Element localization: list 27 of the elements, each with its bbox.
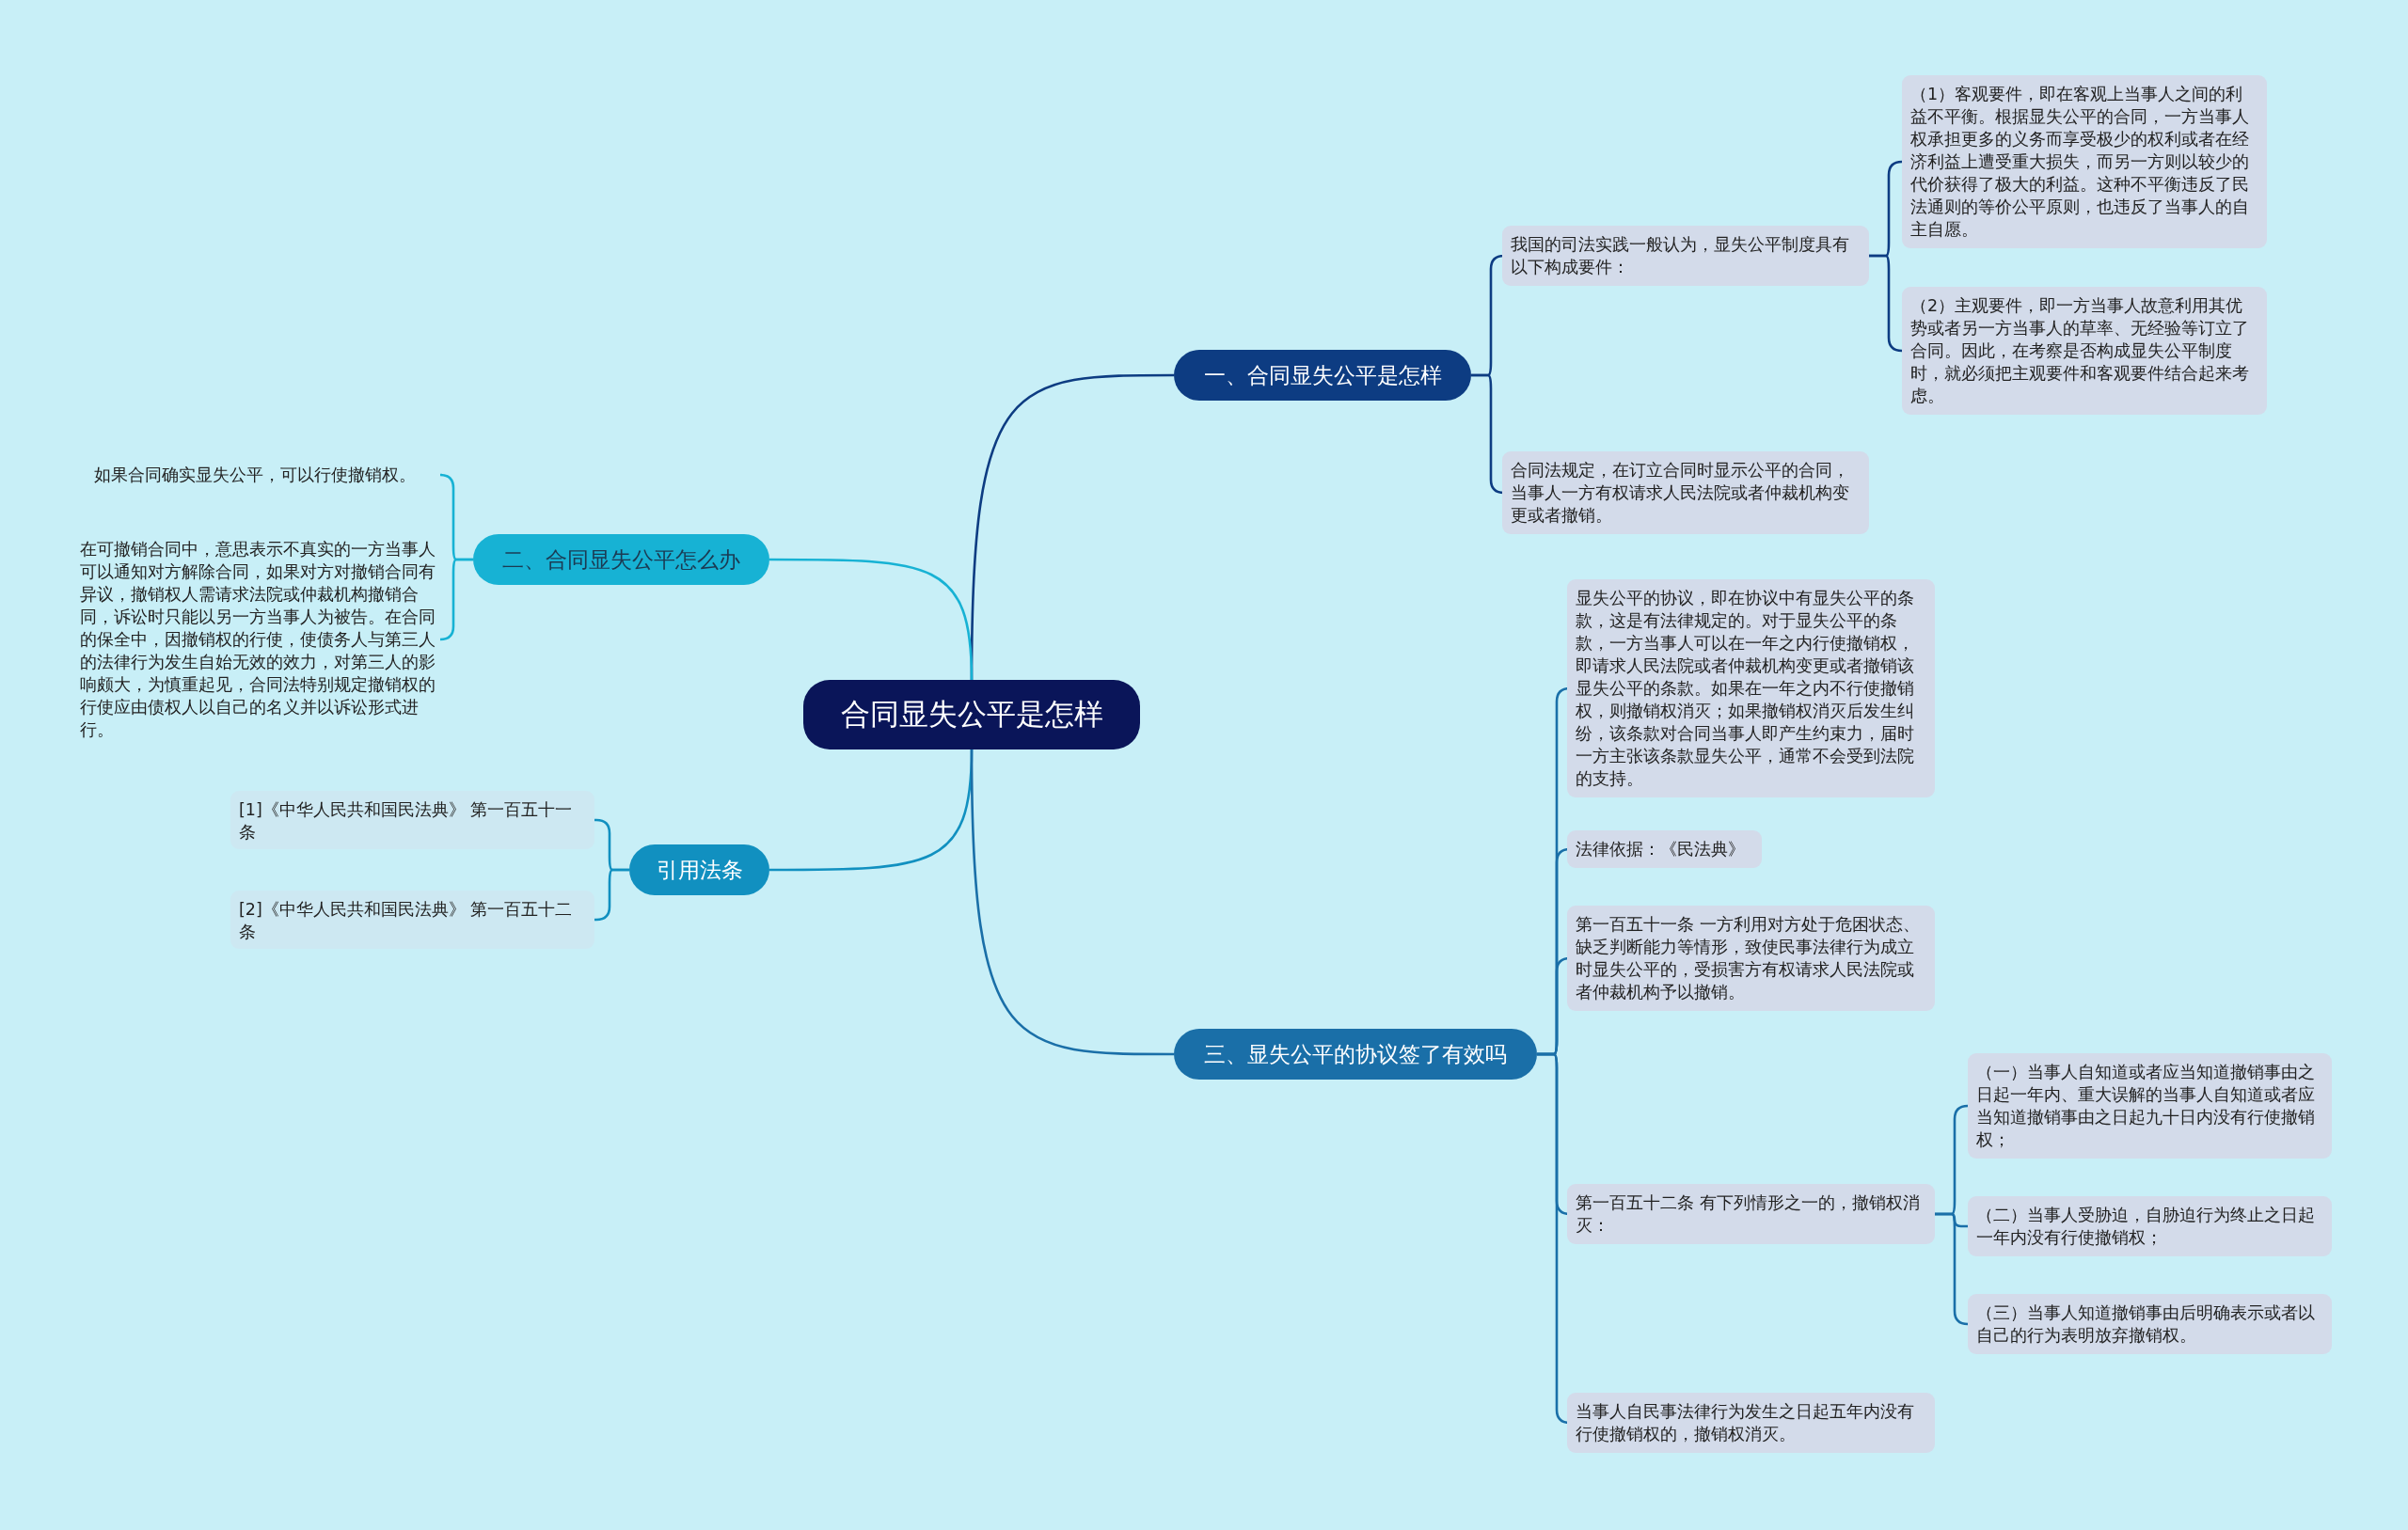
connector-line <box>1935 1212 1970 1326</box>
citation-box: [1]《中华人民共和国民法典》 第一百五十一条 <box>230 791 594 849</box>
connector-line <box>769 558 974 681</box>
connector-line <box>1869 254 1904 353</box>
note-box: 第一百五十二条 有下列情形之一的，撤销权消灭： <box>1567 1184 1935 1244</box>
note-box: 显失公平的协议，即在协议中有显失公平的条款，这是有法律规定的。对于显失公平的条款，一方当事人可以在一年之内行使撤销权，即请求人民法院或者仲裁机构变更或者撤销该显失公平的条款。如果在一年之内不行使撤销权，则撤销权消灭；如果撤销权消灭后发生纠纷，该条款对合同当事人即产生约束力，届时一方主张该条款显失公平，通常不会受到法院的支持。 <box>1567 579 1935 797</box>
branch-topic: 引用法条 <box>629 844 769 895</box>
connector-line <box>438 558 473 641</box>
note-box: 法律依据：《民法典》 <box>1567 830 1762 868</box>
connector-line <box>970 749 1174 1056</box>
note-box: （一）当事人自知道或者应当知道撤销事由之日起一年内、重大误解的当事人自知道或者应当知道撤销事由之日起九十日内没有行使撤销权； <box>1968 1053 2332 1159</box>
note-text: 在可撤销合同中，意思表示不真实的一方当事人可以通知对方解除合同，如果对方对撤销合同有异议，撤销权人需请求法院或仲裁机构撤销合同，诉讼时只能以另一方当事人为被告。在合同的保全中，因撤销权的行使，使债务人与第三人的法律行为发生自始无效的效力，对第三人的影响颇大，为慎重起见，合同法特别规定撤销权的行使应由债权人以自己的名义并以诉讼形式进行。 <box>80 538 442 741</box>
note-box: 我国的司法实践一般认为，显失公平制度具有以下构成要件： <box>1502 226 1869 286</box>
central-topic: 合同显失公平是怎样 <box>803 680 1140 749</box>
note-box: （1）客观要件，即在客观上当事人之间的利益不平衡。根据显失公平的合同，一方当事人权承担更多的义务而享受极少的权利或者在经济利益上遭受重大损失，而另一方则以较少的代价获得了极大的利益。这种不平衡违反了民法通则的等价公平原则，也违反了当事人的自主自愿。 <box>1902 75 2267 248</box>
note-text: 如果合同确实显失公平，可以行使撤销权。 <box>94 464 442 486</box>
citation-box: [2]《中华人民共和国民法典》 第一百五十二条 <box>230 891 594 949</box>
branch-topic: 一、合同显失公平是怎样 <box>1174 350 1471 401</box>
note-box: （2）主观要件，即一方当事人故意利用其优势或者另一方当事人的草率、无经验等订立了合同。因此，在考察是否构成显失公平制度时，就必须把主观要件和客观要件结合起来考虑。 <box>1902 287 2267 415</box>
note-box: （二）当事人受胁迫，自胁迫行为终止之日起一年内没有行使撤销权； <box>1968 1196 2332 1256</box>
note-box: （三）当事人知道撤销事由后明确表示或者以自己的行为表明放弃撤销权。 <box>1968 1294 2332 1354</box>
note-box: 第一百五十一条 一方利用对方处于危困状态、缺乏判断能力等情形，致使民事法律行为成立时显失公平的，受损害方有权请求人民法院或者仲裁机构予以撤销。 <box>1567 906 1935 1011</box>
note-box: 合同法规定，在订立合同时显示公平的合同，当事人一方有权请求人民法院或者仲裁机构变更或者撤销。 <box>1502 451 1869 534</box>
connector-line <box>594 868 629 922</box>
note-box: 当事人自民事法律行为发生之日起五年内没有行使撤销权的，撤销权消灭。 <box>1567 1393 1935 1453</box>
branch-topic: 三、显失公平的协议签了有效吗 <box>1174 1029 1537 1080</box>
branch-topic: 二、合同显失公平怎么办 <box>473 534 769 585</box>
